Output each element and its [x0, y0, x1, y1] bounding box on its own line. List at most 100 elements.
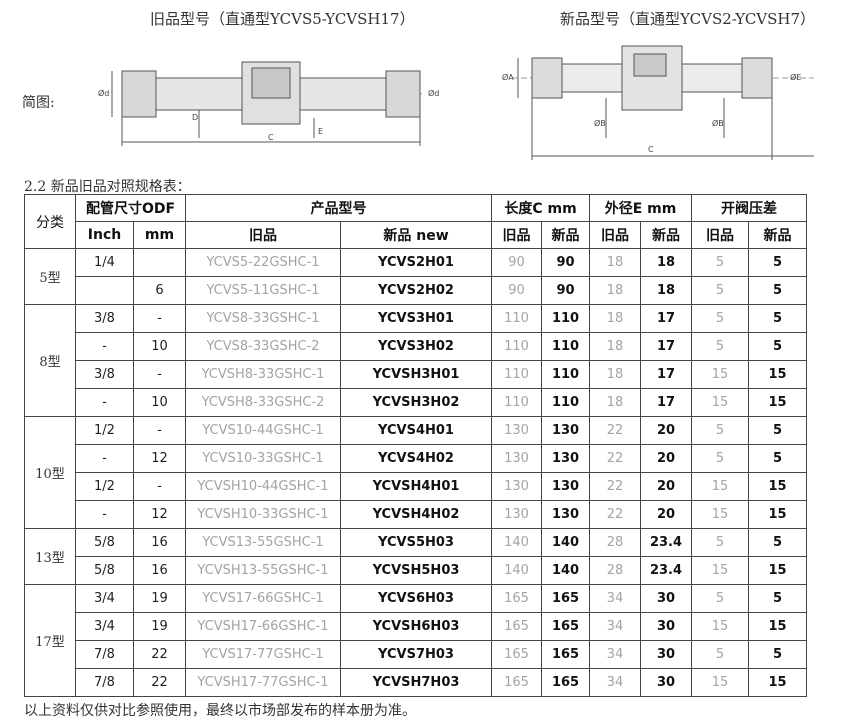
cell-length-old: 130 [491, 472, 542, 501]
header-length-new: 新品 [540, 221, 591, 249]
cell-pressure-old: 5 [691, 444, 750, 473]
cell-dia-new: 17 [640, 332, 693, 361]
cell-pressure-old: 5 [691, 584, 750, 613]
header-outer-dia: 外径E mm [589, 194, 693, 222]
cell-pressure-old: 15 [691, 472, 750, 501]
cell-length-new: 140 [540, 556, 591, 585]
cell-old-model: YCVS8-33GSHC-2 [185, 332, 341, 361]
cell-old-model: YCVSH17-77GSHC-1 [185, 668, 341, 697]
header-mm: mm [133, 221, 186, 249]
cell-length-new: 140 [540, 528, 591, 557]
cell-inch: 7/8 [75, 640, 134, 669]
cell-mm: 16 [133, 556, 186, 585]
cell-pressure-new: 15 [748, 668, 808, 697]
cell-dia-new: 30 [640, 640, 693, 669]
cell-dia-new: 30 [640, 612, 693, 641]
new-model-title: 新品型号（直通型YCVS2-YCVSH7） [560, 10, 816, 28]
cell-mm: 10 [133, 332, 186, 361]
cell-dia-old: 18 [589, 332, 642, 361]
cell-inch: 7/8 [75, 668, 134, 697]
cell-pressure-new: 5 [748, 332, 808, 361]
cell-pressure-new: 5 [748, 248, 808, 277]
cell-category: 8型 [24, 304, 76, 417]
old-model-title: 旧品型号（直通型YCVS5-YCVSH17） [150, 10, 415, 28]
cell-length-new: 110 [540, 304, 591, 333]
cell-pressure-new: 15 [748, 360, 808, 389]
cell-dia-old: 22 [589, 444, 642, 473]
cell-dia-new: 17 [640, 388, 693, 417]
old-valve-drawing: Ød Ød D C E [98, 61, 439, 146]
cell-length-old: 130 [491, 500, 542, 529]
header-product-model: 产品型号 [185, 194, 492, 222]
cell-dia-old: 18 [589, 276, 642, 305]
cell-mm: 22 [133, 668, 186, 697]
cell-pressure-old: 15 [691, 612, 750, 641]
cell-inch: 5/8 [75, 556, 134, 585]
cell-old-model: YCVS5-11GSHC-1 [185, 276, 341, 305]
cell-inch: 3/4 [75, 612, 134, 641]
cell-new-model: YCVSH3H02 [340, 388, 492, 417]
cell-dia-old: 22 [589, 472, 642, 501]
figure-label: 简图: [22, 95, 55, 111]
cell-inch: - [75, 444, 134, 473]
cell-old-model: YCVSH10-44GSHC-1 [185, 472, 341, 501]
header-pressure-new: 新品 [748, 221, 808, 249]
cell-length-new: 130 [540, 444, 591, 473]
cell-new-model: YCVS4H01 [340, 416, 492, 445]
old-phi-d-right-label: Ød [428, 88, 439, 98]
new-phi-b-right-label: ØB [712, 118, 724, 128]
cell-mm: - [133, 472, 186, 501]
cell-mm: 12 [133, 500, 186, 529]
cell-inch: 3/8 [75, 360, 134, 389]
cell-new-model: YCVS6H03 [340, 584, 492, 613]
cell-inch: - [75, 332, 134, 361]
cell-dia-new: 30 [640, 668, 693, 697]
cell-dia-new: 17 [640, 360, 693, 389]
header-row-2: Inch mm 旧品 新品 new 旧品 新品 旧品 新品 旧品 新品 [25, 221, 808, 249]
cell-new-model: YCVSH7H03 [340, 668, 492, 697]
cell-pressure-new: 5 [748, 276, 808, 305]
cell-inch: 3/4 [75, 584, 134, 613]
cell-dia-new: 20 [640, 444, 693, 473]
header-old-model: 旧品 [185, 221, 341, 249]
cell-pressure-new: 5 [748, 416, 808, 445]
cell-length-new: 110 [540, 388, 591, 417]
cell-length-old: 90 [491, 248, 542, 277]
old-e-label: E [318, 127, 323, 136]
cell-mm: 10 [133, 388, 186, 417]
cell-pressure-old: 15 [691, 388, 750, 417]
cell-inch: 1/4 [75, 248, 134, 277]
cell-inch: - [75, 388, 134, 417]
cell-dia-old: 28 [589, 556, 642, 585]
cell-length-new: 165 [540, 668, 591, 697]
cell-old-model: YCVSH17-66GSHC-1 [185, 612, 341, 641]
cell-length-new: 130 [540, 416, 591, 445]
cell-length-new: 130 [540, 472, 591, 501]
cell-dia-old: 18 [589, 304, 642, 333]
cell-dia-old: 28 [589, 528, 642, 557]
header-pressure-old: 旧品 [691, 221, 750, 249]
cell-pressure-new: 15 [748, 500, 808, 529]
header-row-1: 分类 配管尺寸ODF 产品型号 长度C mm 外径E mm 开阀压差 [24, 194, 808, 249]
cell-dia-old: 34 [589, 612, 642, 641]
cell-length-old: 140 [491, 528, 542, 557]
header-new-model: 新品 new [340, 221, 492, 249]
cell-new-model: YCVS5H03 [340, 528, 492, 557]
cell-dia-old: 34 [589, 640, 642, 669]
old-d-label: D [192, 113, 198, 122]
cell-dia-old: 34 [589, 584, 642, 613]
cell-new-model: YCVSH5H03 [340, 556, 492, 585]
cell-length-new: 165 [540, 640, 591, 669]
cell-pressure-old: 15 [691, 500, 750, 529]
cell-old-model: YCVS17-66GSHC-1 [185, 584, 341, 613]
new-c-label: C [648, 145, 654, 154]
cell-pressure-old: 5 [691, 332, 750, 361]
cell-pressure-new: 5 [748, 640, 808, 669]
